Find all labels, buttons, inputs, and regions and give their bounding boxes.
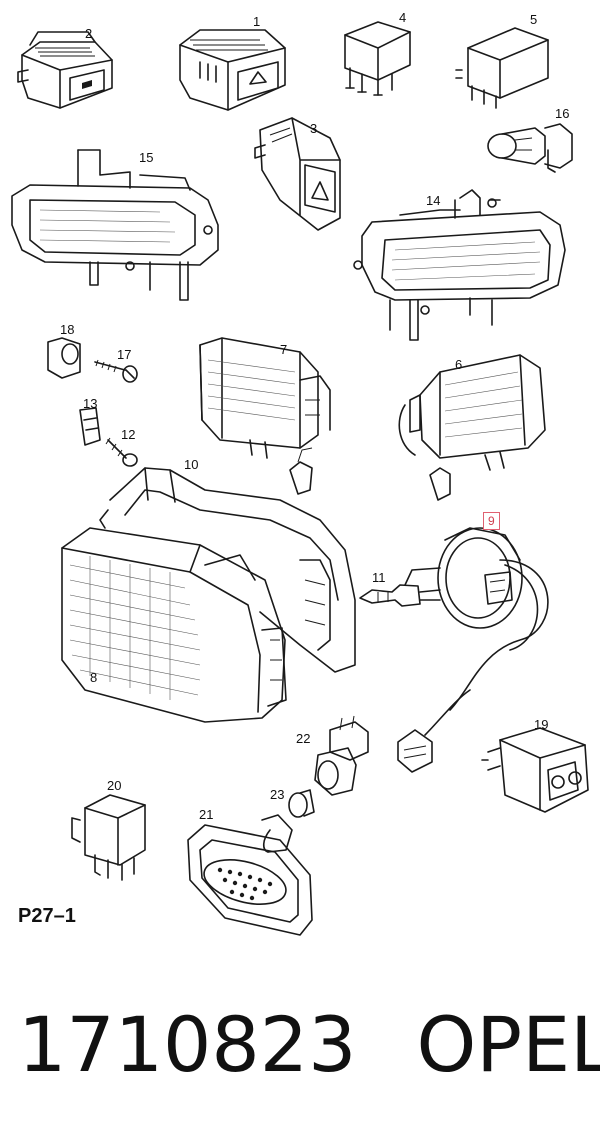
part-18-cap bbox=[47, 337, 81, 379]
callout-8: 8 bbox=[90, 670, 98, 685]
callout-5: 5 bbox=[530, 12, 538, 27]
callout-22: 22 bbox=[296, 731, 311, 746]
part-7-lamp-housing bbox=[199, 337, 331, 495]
callout-21: 21 bbox=[199, 807, 214, 822]
part-9-bulb-holder bbox=[437, 527, 549, 711]
callout-9-highlighted: 9 bbox=[483, 512, 500, 530]
callout-15: 15 bbox=[139, 150, 154, 165]
parts-drawing bbox=[11, 21, 589, 936]
part-19-switch bbox=[481, 727, 589, 813]
part-14-fog-lamp bbox=[353, 189, 566, 341]
part-12-screw bbox=[105, 437, 138, 467]
callout-23: 23 bbox=[270, 787, 285, 802]
callout-16: 16 bbox=[555, 106, 570, 121]
part-4-relay bbox=[344, 21, 411, 96]
callout-2: 2 bbox=[85, 26, 93, 41]
callout-4: 4 bbox=[399, 10, 407, 25]
callout-10: 10 bbox=[184, 457, 199, 472]
page-reference: P27–1 bbox=[18, 905, 76, 927]
exploded-parts-diagram: 2 1 4 5 16 3 15 14 18 17 7 6 13 12 10 9 … bbox=[11, 10, 589, 936]
part-1-hazard-switch bbox=[179, 29, 286, 111]
callout-11: 11 bbox=[372, 570, 386, 585]
part-caption: 1710823 OPEL bbox=[18, 990, 600, 1100]
part-2-switch bbox=[17, 31, 113, 109]
callout-6: 6 bbox=[455, 357, 463, 372]
callout-20: 20 bbox=[107, 778, 122, 793]
callout-18: 18 bbox=[60, 322, 75, 337]
part-number: 1710823 bbox=[18, 1000, 357, 1089]
part-23-bulb bbox=[288, 789, 315, 818]
part-11-bulb bbox=[359, 567, 441, 607]
callout-3: 3 bbox=[310, 121, 318, 136]
callout-7: 7 bbox=[280, 342, 288, 357]
part-5-relay bbox=[455, 27, 549, 109]
part-21-side-lamp bbox=[187, 814, 313, 936]
part-15-fog-lamp bbox=[11, 149, 219, 301]
part-16-bulb bbox=[487, 123, 573, 173]
part-17-screw bbox=[94, 359, 138, 383]
part-3-hazard-switch bbox=[254, 117, 341, 231]
callout-12: 12 bbox=[121, 427, 136, 442]
callout-17: 17 bbox=[117, 347, 132, 362]
brand-name: OPEL bbox=[416, 1000, 600, 1089]
part-8-headlamp bbox=[61, 527, 287, 723]
part-22-socket bbox=[314, 715, 369, 796]
callout-1: 1 bbox=[253, 14, 261, 29]
callout-14: 14 bbox=[426, 193, 441, 208]
callout-13: 13 bbox=[83, 396, 98, 411]
part-6-lamp-housing bbox=[398, 354, 546, 501]
part-20-relay bbox=[71, 794, 146, 881]
callout-19: 19 bbox=[534, 717, 549, 732]
cable-connector bbox=[397, 689, 471, 773]
part-13-clip bbox=[79, 407, 101, 446]
part-10-bracket bbox=[99, 467, 356, 673]
